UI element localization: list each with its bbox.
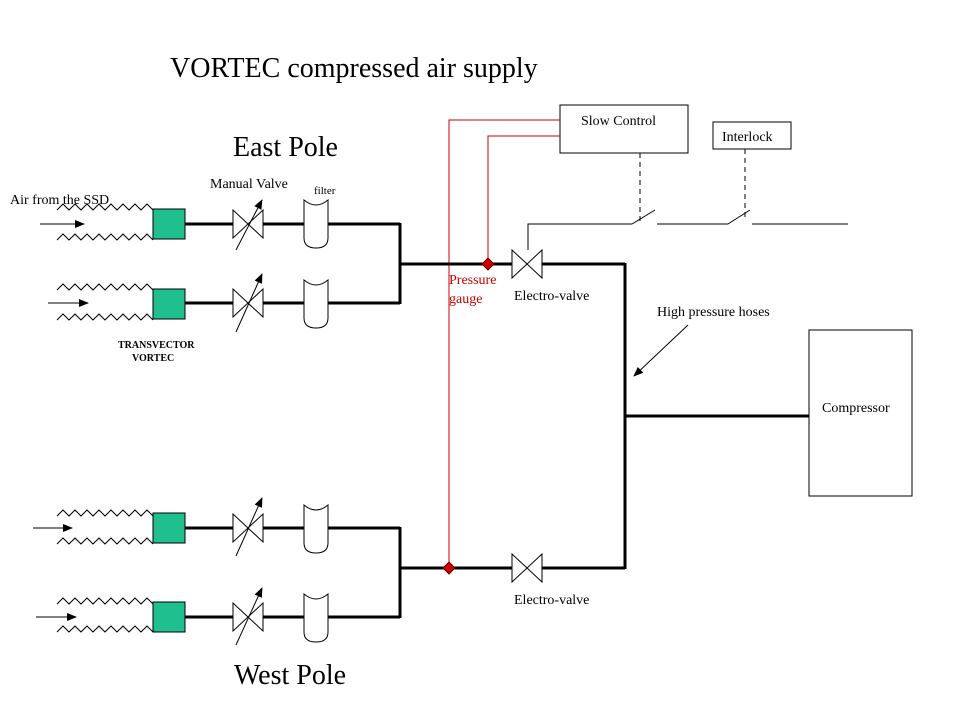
interlock-label: Interlock — [722, 130, 773, 145]
filter-icon — [303, 592, 329, 643]
air-hose-zigzag — [56, 625, 154, 633]
electro-valve-west-icon — [511, 552, 543, 584]
slow-control-label: Slow Control — [581, 114, 656, 129]
gauge-signal-line-east — [487, 135, 560, 264]
manual-valve-adjust-arrow — [235, 497, 263, 557]
compressor-box — [808, 329, 913, 497]
gauge-signal-line-west — [448, 119, 560, 568]
transvector-label-line1: TRANSVECTOR — [118, 340, 195, 351]
west-pole-label: West Pole — [234, 660, 346, 691]
interlock-switch — [727, 209, 751, 225]
air-from-ssd-label: Air from the SSD — [10, 193, 109, 208]
west-row-1 — [33, 497, 400, 557]
filter-icon — [303, 278, 329, 329]
pressure-gauge-east — [481, 257, 495, 271]
pressure-gauge-label-line2: gauge — [449, 292, 482, 307]
east-row-1 — [40, 198, 400, 251]
air-hose-zigzag — [56, 313, 154, 321]
compressor-label: Compressor — [822, 401, 890, 416]
east-row-2 — [48, 273, 400, 333]
west-row-2 — [36, 587, 400, 646]
slow-control-box — [559, 104, 689, 154]
air-hose-zigzag — [56, 597, 154, 605]
electro-valve-east-icon — [511, 248, 543, 280]
filter-icon — [303, 503, 329, 554]
filter-label: filter — [314, 185, 336, 197]
vortex-tube — [152, 601, 186, 633]
diagram-title: VORTEC compressed air supply — [170, 53, 538, 84]
vortex-tube — [152, 512, 186, 544]
air-hose-zigzag — [56, 509, 154, 517]
control-wire-1 — [527, 223, 632, 250]
interlock-box — [712, 121, 792, 150]
vortex-tube — [152, 288, 186, 320]
air-hose-zigzag — [56, 283, 154, 291]
transvector-label-line2: VORTEC — [132, 353, 174, 364]
east-pole-label: East Pole — [233, 132, 338, 163]
hoses-pointer-arrow — [633, 324, 689, 377]
vortex-tube — [152, 208, 186, 240]
electro-valve-bottom-label: Electro-valve — [514, 593, 589, 608]
manual-valve-adjust-arrow — [235, 587, 263, 646]
manual-valve-icon — [232, 287, 264, 319]
air-hose-zigzag — [56, 203, 154, 211]
filter-icon — [303, 198, 329, 249]
manual-valve-icon — [232, 512, 264, 544]
pressure-gauge-label-line1: Pressure — [449, 273, 496, 288]
air-hose-zigzag — [56, 233, 154, 241]
manual-valve-adjust-arrow — [235, 273, 263, 333]
manual-valve-label: Manual Valve — [210, 177, 288, 192]
manual-valve-adjust-arrow — [235, 199, 263, 251]
high-pressure-hoses-label: High pressure hoses — [657, 305, 770, 320]
manual-valve-icon — [232, 208, 264, 240]
manual-valve-icon — [232, 601, 264, 633]
slow-control-switch — [631, 209, 656, 225]
electro-valve-top-label: Electro-valve — [514, 289, 589, 304]
air-hose-zigzag — [56, 537, 154, 545]
pressure-gauge-west — [442, 561, 456, 575]
